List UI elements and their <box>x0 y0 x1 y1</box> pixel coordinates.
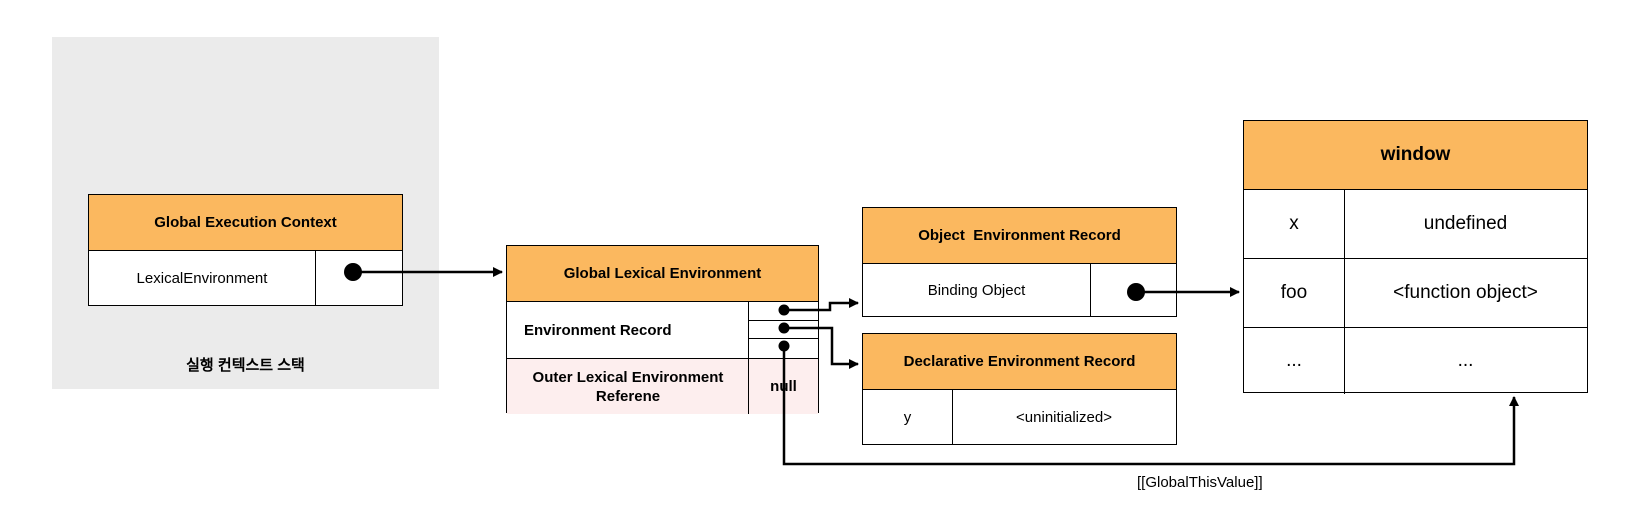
declarative-record-value: <uninitialized> <box>1016 409 1112 426</box>
outer-lexical-environment-label: Outer Lexical Environment Referene <box>532 368 724 405</box>
global-execution-context-title: Global Execution Context <box>89 195 402 251</box>
binding-object-label: Binding Object <box>927 281 1026 299</box>
window-title: window <box>1244 121 1587 190</box>
global-lexical-environment: Global Lexical Environment Environment R… <box>506 245 819 414</box>
window-row-key: ... <box>1286 350 1302 371</box>
declarative-record-name: y <box>903 409 912 426</box>
global-execution-context: Global Execution Context LexicalEnvironm… <box>88 194 403 306</box>
object-environment-record-title: Object Environment Record <box>863 208 1176 264</box>
declarative-environment-record: Declarative Environment Record y <uninit… <box>862 333 1177 445</box>
lexical-environment-arrow <box>344 263 503 281</box>
environment-record-label: Environment Record <box>524 321 672 339</box>
window-row: ... ... <box>1244 328 1587 394</box>
lexical-environment-label: LexicalEnvironment <box>136 270 268 287</box>
window-row-value: <function object> <box>1393 282 1538 303</box>
binding-object-arrow <box>1127 283 1240 301</box>
window-row-value: undefined <box>1423 213 1508 234</box>
window-row: foo <function object> <box>1244 259 1587 328</box>
global-lexical-environment-title: Global Lexical Environment <box>507 246 818 302</box>
declarative-environment-record-title: Declarative Environment Record <box>863 334 1176 390</box>
global-this-value-label: [[GlobalThisValue]] <box>1137 474 1263 491</box>
execution-context-stack-label: 실행 컨텍스트 스택 <box>186 357 305 374</box>
window-row-key: x <box>1289 213 1299 234</box>
window-row: x undefined <box>1244 190 1587 259</box>
window-row-value: ... <box>1457 350 1474 371</box>
global-this-value-arrow <box>778 340 1519 466</box>
environment-record-slots <box>749 302 818 358</box>
declarative-record-arrow <box>778 322 859 369</box>
window-row-key: foo <box>1280 282 1308 303</box>
object-record-arrow <box>778 298 859 316</box>
declarative-record-row: y <uninitialized> <box>863 390 1176 445</box>
window-object: window x undefined foo <function object>… <box>1243 120 1588 394</box>
object-environment-record: Object Environment Record Binding Object <box>862 207 1177 317</box>
